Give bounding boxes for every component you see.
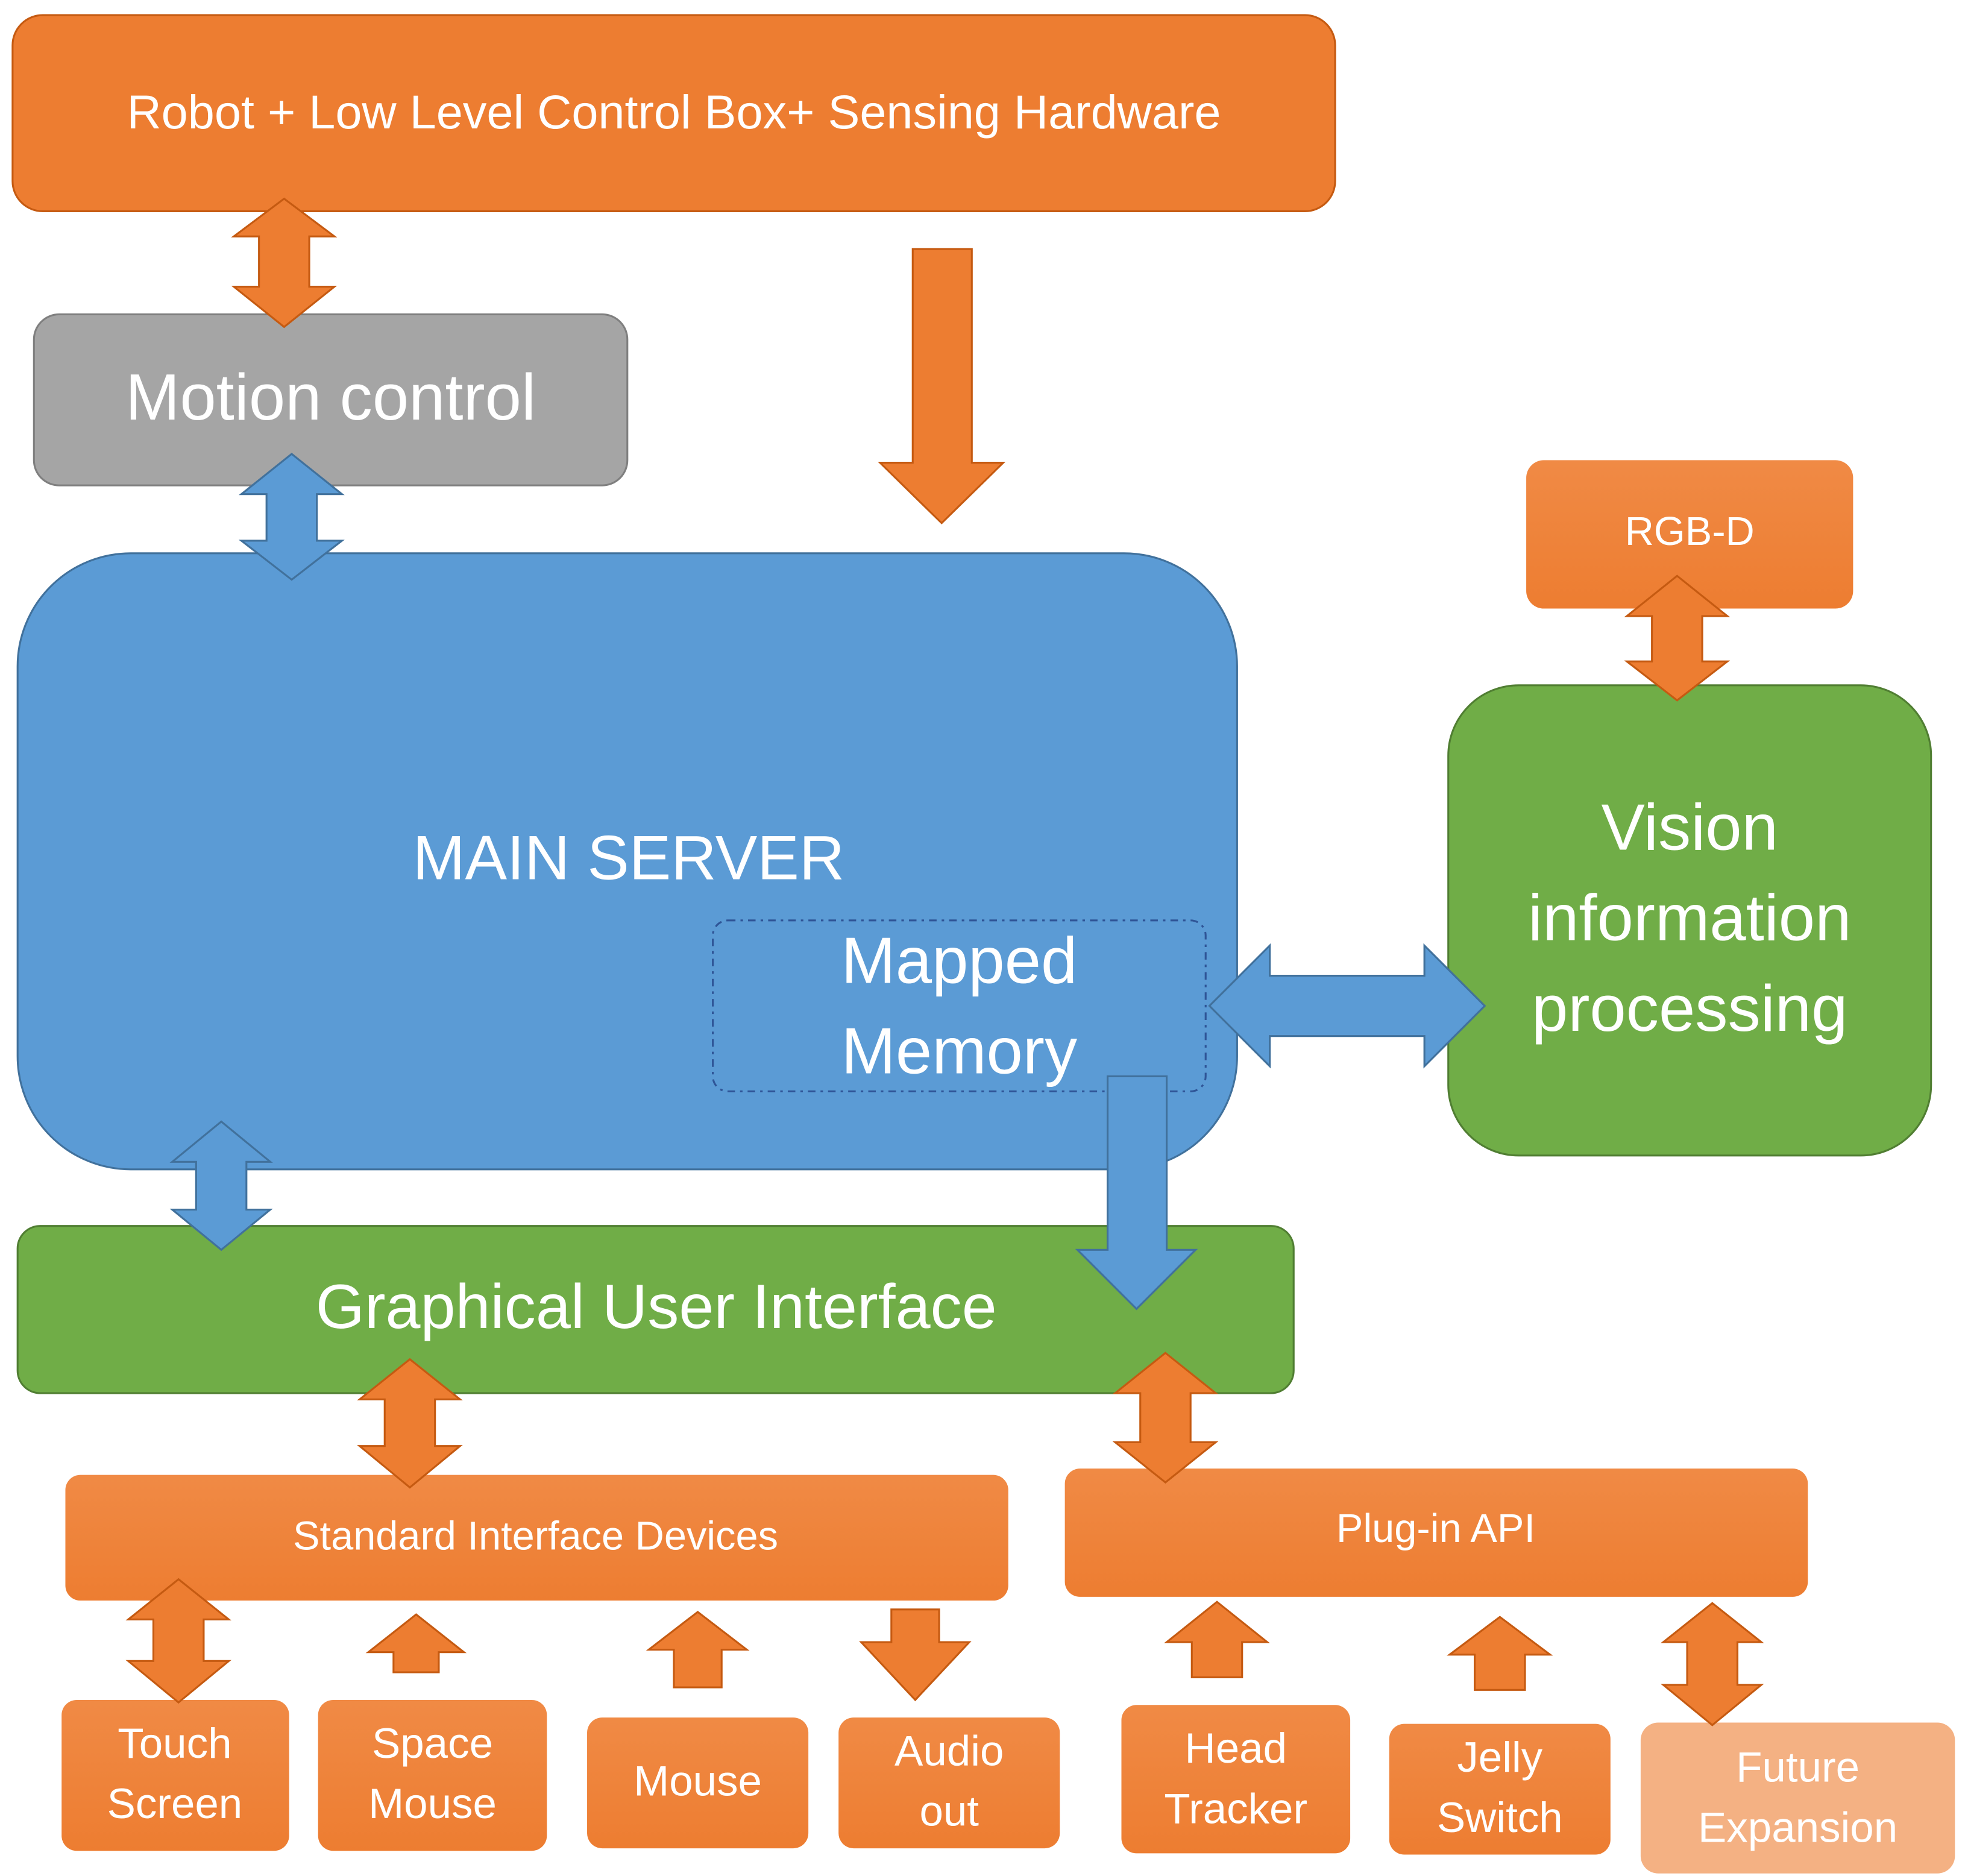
mapped-memory-label-line1: Mapped [841,924,1077,997]
device-touch-screen: Touch Screen [61,1699,289,1851]
motion-control-label: Motion control [125,360,536,433]
up-arrow-icon [365,1613,467,1673]
vision-label-line2: information [1528,881,1851,954]
double-arrow-icon [125,1578,232,1704]
touch-screen-line1: Touch [118,1720,231,1767]
jelly-switch-line1: Jelly [1457,1734,1542,1781]
double-arrow-icon [357,1358,463,1489]
double-arrow-icon [231,197,338,329]
device-audio-out: Audio out [838,1717,1060,1849]
vision-label-line1: Vision [1602,790,1778,863]
gui-label: Graphical User Interface [316,1272,997,1342]
vision-box: Vision information processing [1447,684,1932,1157]
touch-screen-line2: Screen [107,1780,243,1828]
device-jelly-switch: Jelly Switch [1389,1723,1611,1855]
rgbd-label: RGB-D [1625,509,1755,554]
mapped-memory-region: Mapped Memory [712,919,1207,1093]
double-arrow-icon [1624,574,1731,702]
down-arrow-icon [859,1608,972,1702]
vision-label-line3: processing [1532,972,1847,1045]
future-expansion-line1: Future [1736,1743,1860,1791]
standard-devices-box: Standard Interface Devices [65,1475,1008,1601]
jelly-switch-line2: Switch [1437,1794,1563,1842]
space-mouse-line1: Space [372,1720,493,1767]
plugin-api-box: Plug-in API [1064,1468,1808,1597]
plugin-api-label: Plug-in API [1336,1506,1535,1551]
standard-devices-label: Standard Interface Devices [293,1514,778,1559]
head-tracker-line2: Tracker [1164,1785,1307,1833]
main-server-box: MAIN SERVER [16,552,1238,1171]
space-mouse-line2: Mouse [368,1780,497,1828]
audio-out-line1: Audio [894,1727,1004,1775]
motion-control-box: Motion control [33,313,629,486]
device-future-expansion: Future Expansion [1640,1722,1955,1874]
device-space-mouse: Space Mouse [318,1699,547,1851]
up-arrow-icon [1164,1601,1270,1678]
gui-box: Graphical User Interface [16,1225,1295,1394]
head-tracker-line1: Head [1185,1725,1287,1772]
double-arrow-icon [169,1120,273,1251]
down-arrow-icon [878,248,1006,524]
main-server-label: MAIN SERVER [413,823,845,893]
double-arrow-icon [238,452,345,581]
future-expansion-line2: Expansion [1698,1804,1897,1852]
mouse-label: Mouse [634,1757,762,1805]
up-arrow-icon [1447,1616,1553,1691]
robot-box: Robot + Low Level Control Box+ Sensing H… [11,14,1336,213]
mapped-memory-label-line2: Memory [841,1015,1078,1088]
double-arrow-icon [1660,1602,1764,1726]
device-mouse: Mouse [587,1717,809,1849]
audio-out-line2: out [919,1787,979,1835]
up-arrow-icon [646,1610,750,1689]
double-arrow-icon [1208,943,1486,1069]
robot-box-label: Robot + Low Level Control Box+ Sensing H… [127,85,1221,139]
down-arrow-icon [1075,1075,1198,1311]
device-head-tracker: Head Tracker [1121,1705,1351,1854]
double-arrow-icon [1112,1352,1219,1484]
rgbd-box: RGB-D [1526,460,1853,609]
